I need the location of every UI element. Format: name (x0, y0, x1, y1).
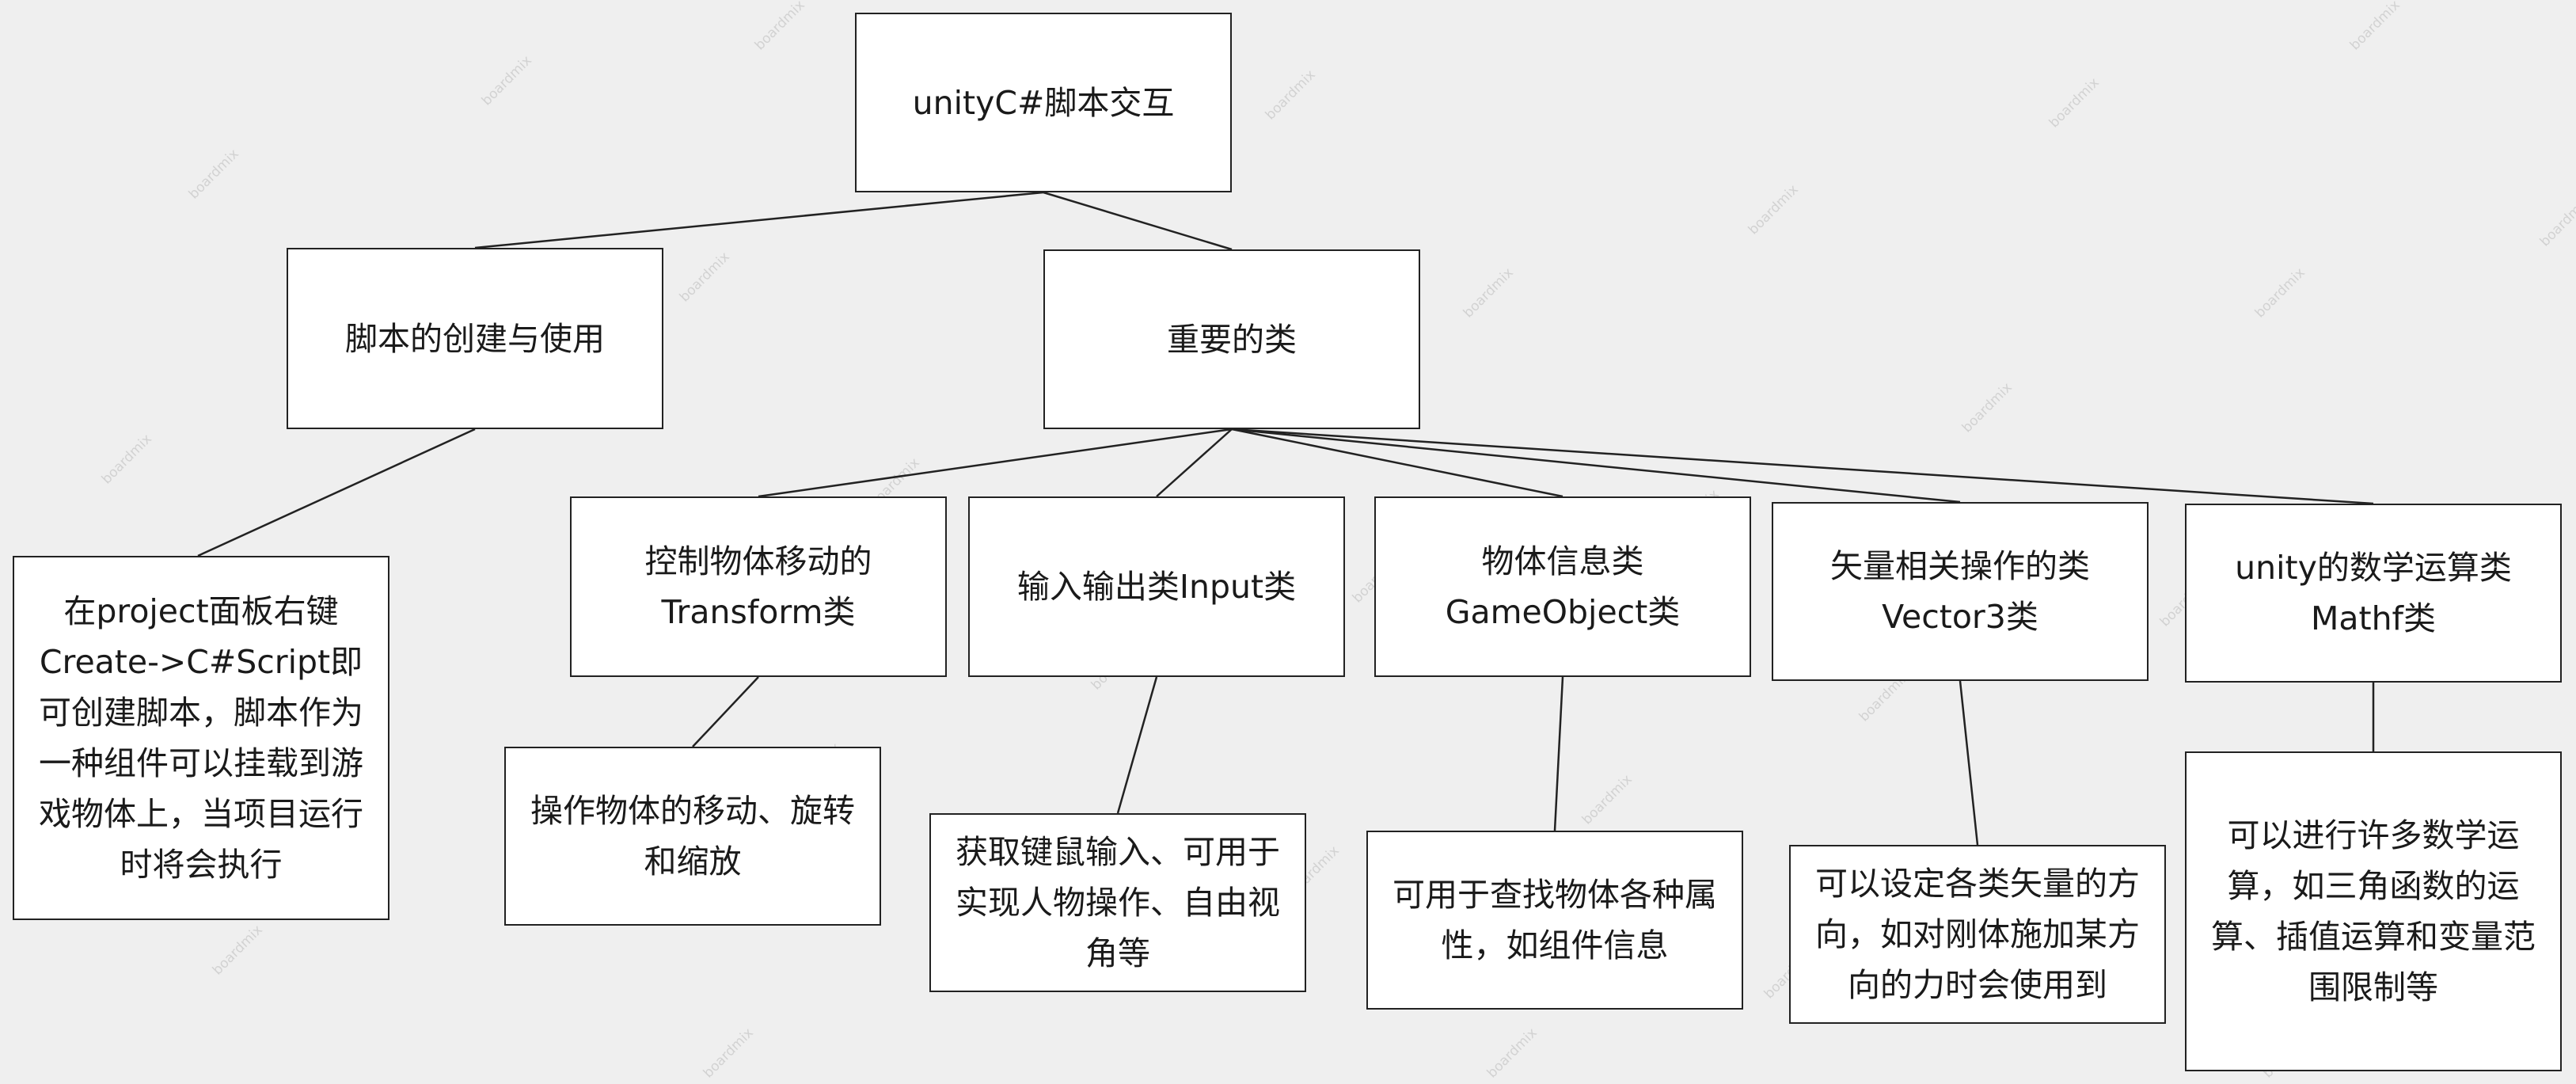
mathf-detail-node[interactable]: 可以进行许多数学运算，如三角函数的运算、插值运算和变量范围限制等 (2185, 751, 2562, 1071)
classes-node[interactable]: 重要的类 (1043, 249, 1420, 429)
edge-input-detail (1116, 676, 1158, 814)
edge-root-creation (474, 191, 1044, 249)
creation-detail-node[interactable]: 在project面板右键Create->C#Script即可创建脚本，脚本作为一… (13, 556, 389, 920)
transform-class-node[interactable]: 控制物体移动的Transform类 (570, 496, 947, 677)
vector3-class-label: 矢量相关操作的类Vector3类 (1830, 547, 2090, 636)
vector3-detail-label: 可以设定各类矢量的方向，如对刚体施加某方向的力时会使用到 (1815, 865, 2140, 1004)
gameobject-class-label: 物体信息类GameObject类 (1445, 542, 1681, 631)
mathf-class-node[interactable]: unity的数学运算类Mathf类 (2185, 504, 2562, 683)
vector3-detail-node[interactable]: 可以设定各类矢量的方向，如对刚体施加某方向的力时会使用到 (1789, 845, 2166, 1024)
transform-detail-label: 操作物体的移动、旋转和缩放 (530, 792, 855, 881)
creation-detail-label: 在project面板右键Create->C#Script即可创建脚本，脚本作为一… (39, 592, 363, 884)
edge-classes-gameobject (1231, 428, 1563, 498)
input-class-node[interactable]: 输入输出类Input类 (968, 496, 1345, 677)
root-node-label: unityC#脚本交互 (912, 83, 1175, 122)
creation-node[interactable]: 脚本的创建与使用 (287, 248, 663, 429)
mathf-class-label: unity的数学运算类Mathf类 (2235, 549, 2512, 637)
transform-detail-node[interactable]: 操作物体的移动、旋转和缩放 (504, 747, 881, 926)
edge-transform-detail (692, 676, 759, 747)
transform-class-label: 控制物体移动的Transform类 (644, 542, 872, 631)
edge-gameobject-detail (1553, 676, 1564, 831)
edge-root-classes (1043, 191, 1233, 251)
edge-classes-mathf (1231, 428, 2374, 505)
edge-classes-vector3 (1231, 428, 1961, 504)
gameobject-class-node[interactable]: 物体信息类GameObject类 (1374, 496, 1751, 677)
classes-node-label: 重要的类 (1167, 320, 1297, 359)
root-node[interactable]: unityC#脚本交互 (855, 13, 1232, 192)
gameobject-detail-label: 可用于查找物体各种属性，如组件信息 (1392, 876, 1717, 964)
creation-node-label: 脚本的创建与使用 (345, 319, 605, 358)
edge-classes-transform (758, 428, 1233, 498)
vector3-class-node[interactable]: 矢量相关操作的类Vector3类 (1772, 502, 2149, 681)
mathf-detail-label: 可以进行许多数学运算，如三角函数的运算、插值运算和变量范围限制等 (2211, 816, 2536, 1006)
input-class-label: 输入输出类Input类 (1016, 568, 1297, 606)
input-detail-label: 获取键鼠输入、可用于实现人物操作、自由视角等 (956, 833, 1280, 972)
edge-classes-input (1156, 428, 1233, 497)
gameobject-detail-node[interactable]: 可用于查找物体各种属性，如组件信息 (1366, 831, 1743, 1010)
edge-vector3-detail (1959, 680, 1979, 846)
edge-creation-detail (197, 428, 476, 557)
input-detail-node[interactable]: 获取键鼠输入、可用于实现人物操作、自由视角等 (929, 813, 1306, 992)
